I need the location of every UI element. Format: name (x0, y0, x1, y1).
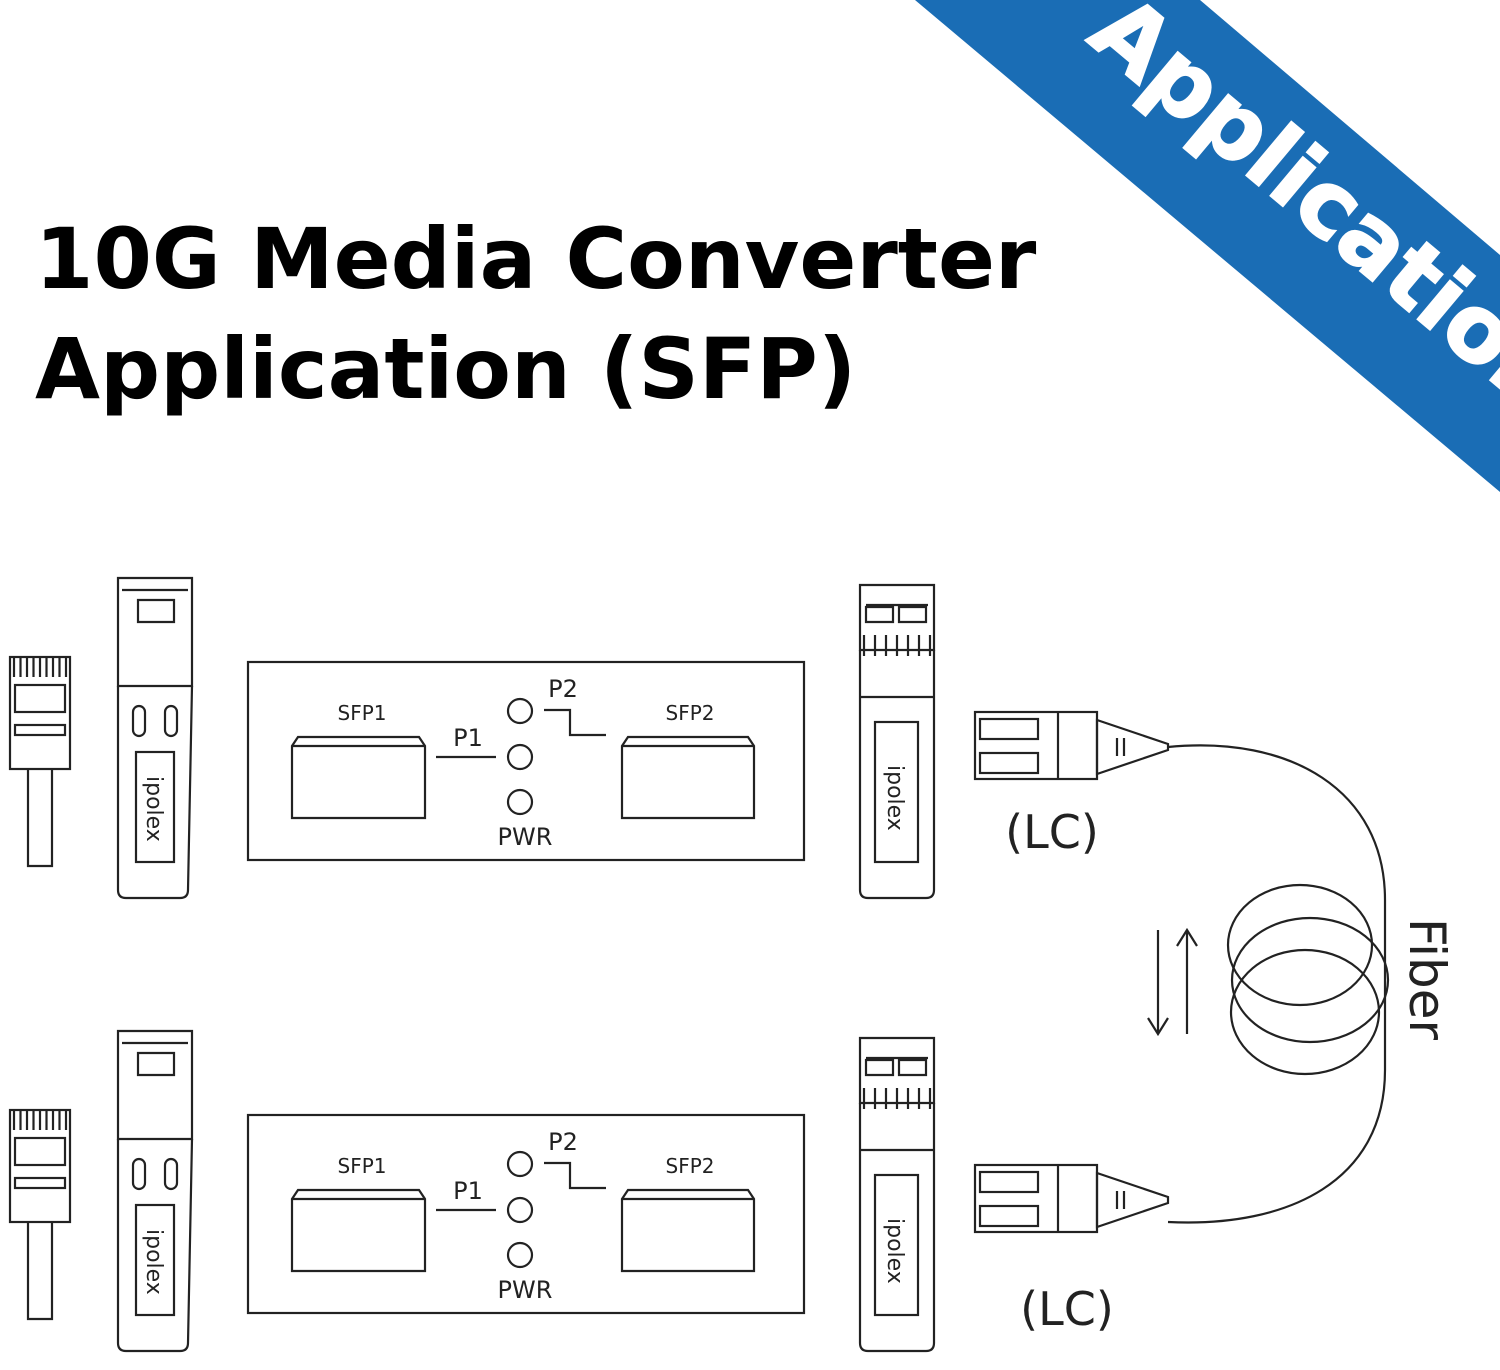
brand-label: ipolex (141, 776, 166, 842)
pwr-label: PWR (498, 1276, 553, 1304)
lc-label: (LC) (1005, 805, 1099, 859)
sfp1-port (290, 735, 427, 820)
pwr-label: PWR (498, 823, 553, 851)
brand-label: ipolex (882, 765, 907, 831)
fiber-cable (1167, 744, 1390, 1224)
sfp2-port (620, 735, 756, 820)
sfp-fiber-module: ipolex (858, 1036, 936, 1353)
p2-label: P2 (548, 675, 578, 703)
bidirectional-arrows-icon (1147, 927, 1198, 1037)
title-line1: 10G Media Converter (35, 210, 1037, 308)
brand-label: ipolex (141, 1229, 166, 1295)
fiber-label: Fiber (1398, 918, 1456, 1041)
fiber-coil (1226, 883, 1374, 1007)
title-line2: Application (SFP) (35, 320, 856, 418)
p2-led-icon (506, 697, 534, 725)
sfp1-label: SFP1 (338, 1154, 387, 1178)
fiber-coil (1229, 948, 1381, 1076)
sfp2-port (620, 1188, 756, 1273)
sfp1-port (290, 1188, 427, 1273)
p1-label: P1 (453, 1177, 483, 1205)
p2-led-icon (506, 1150, 534, 1178)
lc-connector-icon (973, 710, 1170, 781)
sfp-fiber-module: ipolex (858, 583, 936, 900)
pwr-led-icon (506, 1241, 534, 1269)
sfp2-label: SFP2 (666, 1154, 715, 1178)
fiber-coil (1230, 916, 1390, 1044)
lc-connector-icon (973, 1163, 1170, 1234)
pwr-led-icon (506, 788, 534, 816)
sfp1-label: SFP1 (338, 701, 387, 725)
brand-label: ipolex (882, 1218, 907, 1284)
rj45-connector-icon (8, 1108, 72, 1321)
banner-band (915, 0, 1500, 492)
sfp-copper-module: ipolex (116, 1029, 194, 1353)
p1-led-icon (506, 743, 534, 771)
p2-label: P2 (548, 1128, 578, 1156)
lc-label: (LC) (1020, 1282, 1114, 1336)
fiber-line (1167, 744, 1387, 1224)
rj45-connector-icon (8, 655, 72, 868)
p1-led-icon (506, 1196, 534, 1224)
sfp-copper-module: ipolex (116, 576, 194, 900)
sfp2-label: SFP2 (666, 701, 715, 725)
p1-label: P1 (453, 724, 483, 752)
